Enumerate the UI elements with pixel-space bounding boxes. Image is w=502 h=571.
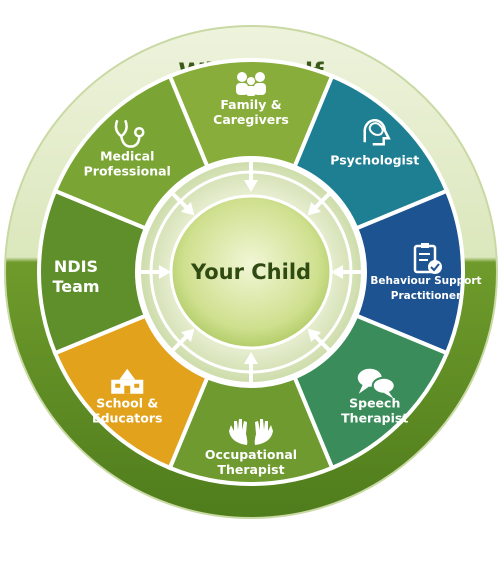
segment-medical-label-line2: Professional: [84, 163, 171, 178]
arrow-medical-head: [180, 201, 195, 216]
segment-speech-label-line2: Therapist: [341, 411, 408, 426]
segment-ndis-label-line2: Team: [52, 277, 99, 296]
speech-bubbles-icon: [357, 368, 396, 399]
segment-school-label-line1: School &: [96, 396, 158, 411]
segment-behaviour-label-line1: Behaviour Support: [370, 275, 481, 287]
arrow-psych-head: [307, 201, 322, 216]
stethoscope-icon: [114, 119, 145, 148]
segment-family-label-line2: Caregivers: [213, 112, 289, 127]
arrow-school-head: [180, 328, 195, 343]
segment-medical-label-line1: Medical: [100, 148, 154, 163]
arrow-ndis-head: [159, 265, 171, 279]
hands-icon: [229, 419, 273, 445]
center-circle: [169, 194, 333, 350]
segment-family-label-line1: Family &: [220, 97, 281, 112]
arrow-behaviour-head: [331, 265, 343, 279]
inward-arrows: [141, 162, 361, 382]
segment-psych-label-line1: Psychologist: [330, 152, 419, 167]
segment-ndis-label-line1: NDIS: [54, 257, 98, 276]
segment-school-label-line2: Educators: [92, 411, 162, 426]
arrow-speech-head: [307, 328, 322, 343]
family-icon: [236, 72, 266, 96]
segment-speech-label-line1: Speech: [349, 396, 400, 411]
school-icon: [111, 368, 144, 394]
segment-behaviour-label-line2: Practitioner: [391, 290, 462, 302]
segment-ot-label-line1: Occupational: [205, 447, 297, 462]
arrow-family-head: [244, 180, 258, 192]
arrow-ot-head: [244, 352, 258, 364]
segment-ring: Family &Caregivers Psychologist Behaviou…: [37, 58, 482, 486]
center-label: Your Child: [190, 260, 311, 284]
brain-icon: [363, 118, 391, 146]
clipboard-check-icon: [413, 243, 442, 274]
segment-ot-label-line2: Therapist: [217, 462, 284, 477]
